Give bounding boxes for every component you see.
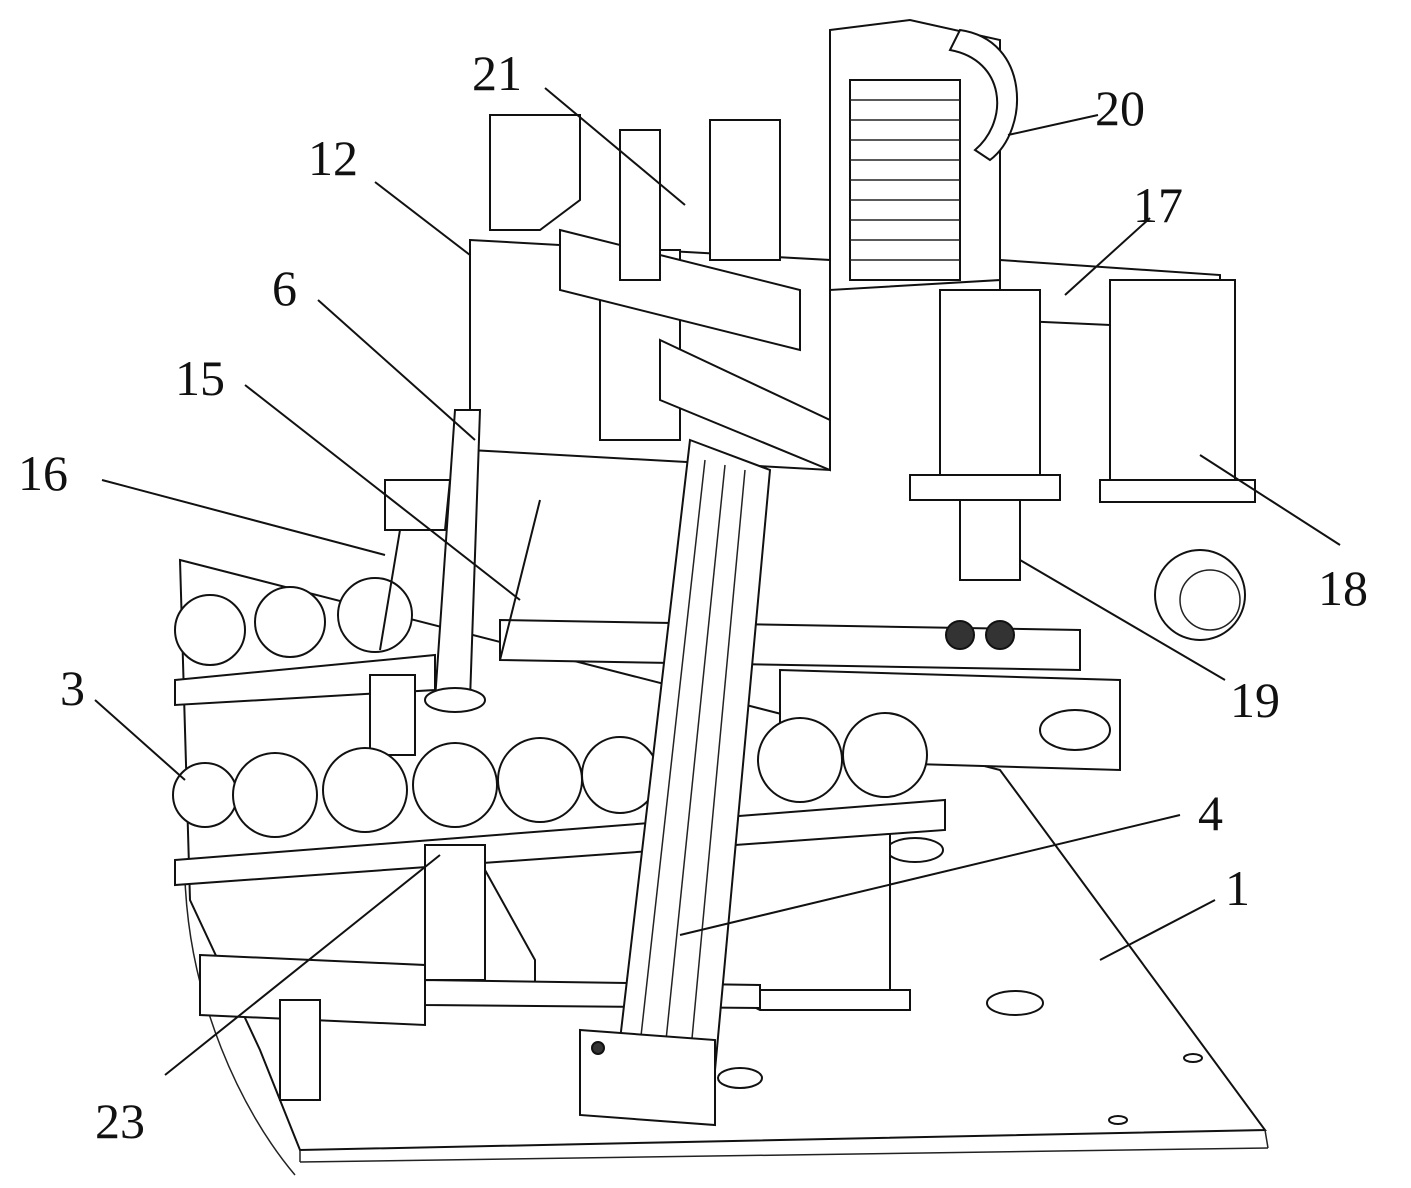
- label-3: 3: [60, 660, 85, 716]
- leader-16: [102, 480, 385, 555]
- label-19: 19: [1230, 672, 1280, 728]
- label-21: 21: [472, 45, 522, 101]
- label-16: 16: [18, 445, 68, 501]
- leader-12: [375, 182, 470, 255]
- label-18: 18: [1318, 560, 1368, 616]
- label-1: 1: [1225, 860, 1250, 916]
- leader-3: [95, 700, 185, 780]
- label-17: 17: [1133, 177, 1183, 233]
- label-15: 15: [175, 350, 225, 406]
- label-20: 20: [1095, 80, 1145, 136]
- leader-6: [318, 300, 475, 440]
- leader-20: [1008, 115, 1098, 135]
- label-6: 6: [272, 260, 297, 316]
- label-4: 4: [1198, 785, 1223, 841]
- label-23: 23: [95, 1093, 145, 1149]
- valve-stack: [850, 80, 960, 280]
- label-12: 12: [308, 130, 358, 186]
